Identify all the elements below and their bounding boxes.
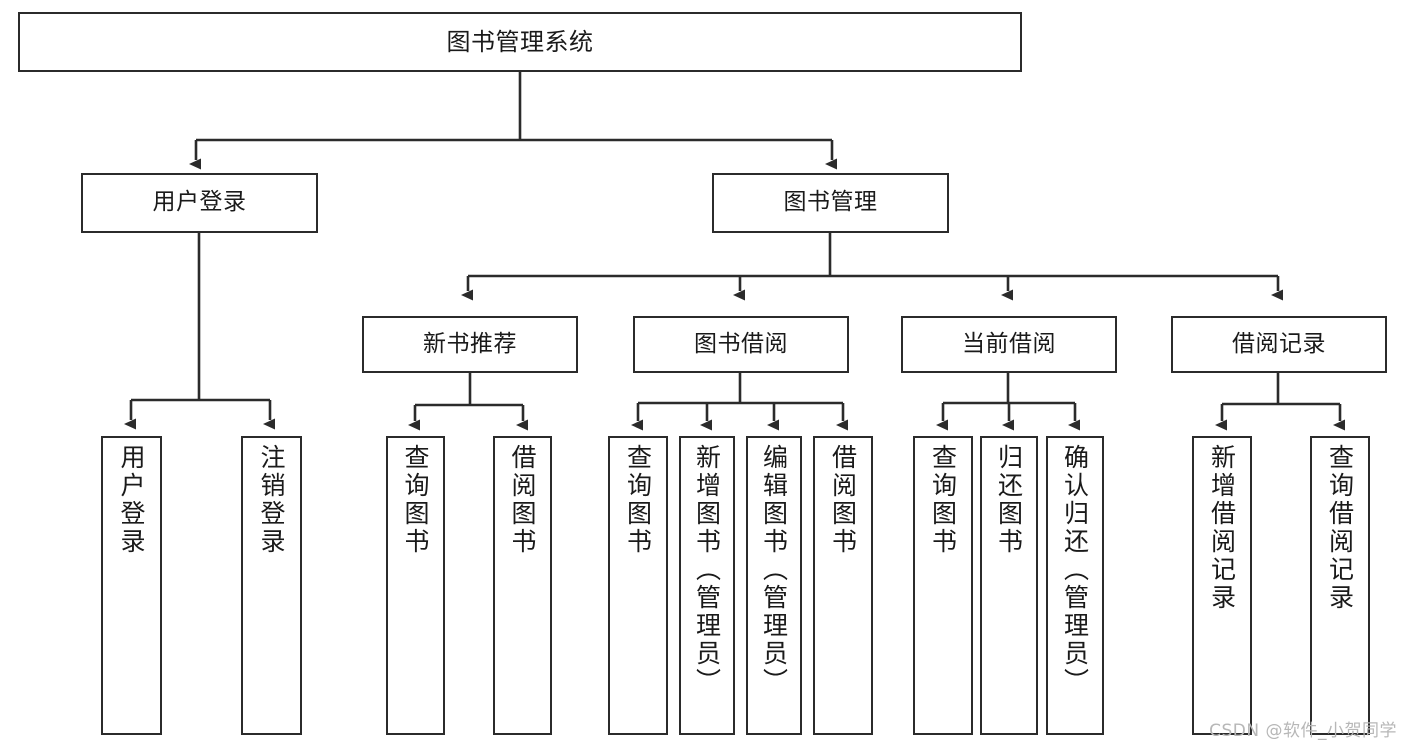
node-leaf-return-book[interactable]: 归还图书 <box>980 436 1038 735</box>
node-label: 查询图书 <box>928 444 958 556</box>
node-label: 新书推荐 <box>423 330 517 357</box>
node-current-borrow[interactable]: 当前借阅 <box>901 316 1117 373</box>
node-label: 查询借阅记录 <box>1325 444 1355 612</box>
node-leaf-user-login[interactable]: 用户登录 <box>101 436 162 735</box>
watermark: CSDN @软件_小贺同学 <box>1209 721 1397 741</box>
node-leaf-add-book[interactable]: 新增图书（管理员） <box>679 436 735 735</box>
node-leaf-query-book-2[interactable]: 查询图书 <box>608 436 668 735</box>
node-book-borrow[interactable]: 图书借阅 <box>633 316 849 373</box>
node-leaf-edit-book[interactable]: 编辑图书（管理员） <box>746 436 802 735</box>
node-label: 确认归还（管理员） <box>1060 444 1090 696</box>
node-label: 用户登录 <box>117 444 146 556</box>
node-label: 当前借阅 <box>962 330 1056 357</box>
node-user-login[interactable]: 用户登录 <box>81 173 318 233</box>
node-leaf-add-record[interactable]: 新增借阅记录 <box>1192 436 1252 735</box>
node-new-book-recommend[interactable]: 新书推荐 <box>362 316 578 373</box>
node-leaf-borrow-book-1[interactable]: 借阅图书 <box>493 436 552 735</box>
node-label: 编辑图书（管理员） <box>759 444 789 696</box>
node-label: 借阅图书 <box>508 444 537 556</box>
node-label: 图书借阅 <box>694 330 788 357</box>
node-label: 图书管理 <box>783 189 878 216</box>
node-borrow-record[interactable]: 借阅记录 <box>1171 316 1387 373</box>
node-label: 注销登录 <box>257 444 286 556</box>
node-label: 借阅记录 <box>1232 330 1326 357</box>
node-book-manage[interactable]: 图书管理 <box>712 173 949 233</box>
node-leaf-borrow-book-2[interactable]: 借阅图书 <box>813 436 873 735</box>
node-leaf-logout-login[interactable]: 注销登录 <box>241 436 302 735</box>
node-leaf-confirm-return[interactable]: 确认归还（管理员） <box>1046 436 1104 735</box>
node-label: 新增图书（管理员） <box>692 444 722 696</box>
node-leaf-query-book-3[interactable]: 查询图书 <box>913 436 973 735</box>
node-root-system[interactable]: 图书管理系统 <box>18 12 1022 72</box>
node-label: 查询图书 <box>401 444 430 556</box>
node-label: 用户登录 <box>152 189 247 216</box>
node-label: 查询图书 <box>623 444 653 556</box>
node-leaf-query-book-1[interactable]: 查询图书 <box>386 436 445 735</box>
node-label: 借阅图书 <box>828 444 858 556</box>
node-label: 归还图书 <box>994 444 1024 556</box>
node-label: 图书管理系统 <box>446 27 594 56</box>
node-leaf-query-record[interactable]: 查询借阅记录 <box>1310 436 1370 735</box>
node-label: 新增借阅记录 <box>1207 444 1237 612</box>
